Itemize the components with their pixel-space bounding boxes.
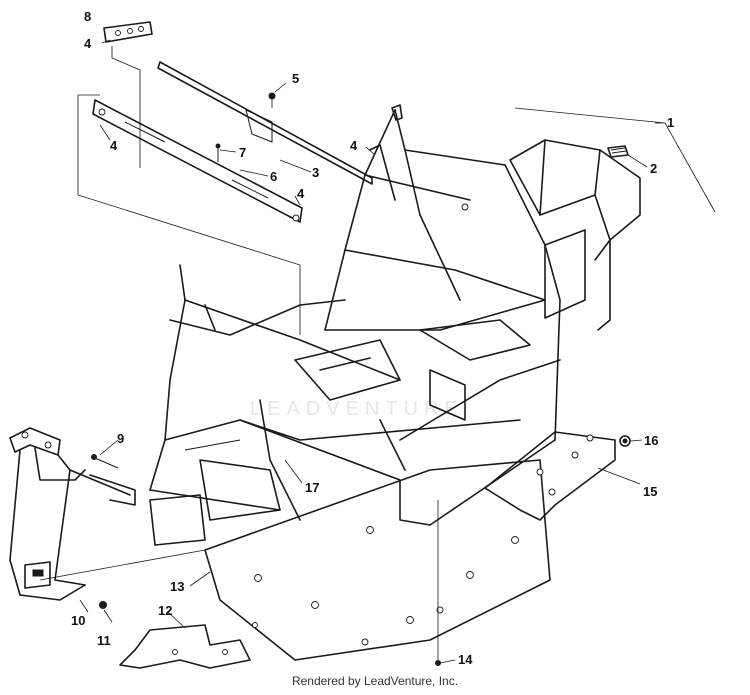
- front-bumper: [9, 427, 136, 609]
- callout-12: 12: [158, 603, 172, 618]
- watermark-text: LEADVENTURE: [250, 398, 464, 420]
- callout-14: 14: [458, 652, 473, 667]
- skid-plate-13: [204, 459, 551, 661]
- bracket-8: [103, 21, 153, 43]
- callout-13: 13: [170, 579, 184, 594]
- callout-4-rail: 4: [110, 138, 118, 153]
- callout-4-top: 4: [84, 36, 92, 51]
- callouts: 1 2 3 4 4 4 4 5 6 7 8 9 10 11 12 13 14 1…: [71, 9, 674, 667]
- footer-credit: Rendered by LeadVenture, Inc.: [291, 674, 459, 688]
- callout-2: 2: [650, 161, 657, 176]
- callout-15: 15: [643, 484, 657, 499]
- rail-3: [157, 61, 373, 185]
- skid-plates: [119, 145, 631, 669]
- callout-10: 10: [71, 613, 85, 628]
- callout-5: 5: [292, 71, 299, 86]
- leader-lines: [39, 39, 716, 664]
- callout-8: 8: [84, 9, 91, 24]
- main-frame: [149, 104, 641, 546]
- callout-6: 6: [270, 169, 277, 184]
- plate-12: [119, 624, 251, 669]
- callout-16: 16: [644, 433, 658, 448]
- callout-4-right: 4: [297, 186, 305, 201]
- rail-assembly: [77, 21, 373, 335]
- callout-17: 17: [305, 480, 319, 495]
- rail-6: [92, 99, 303, 223]
- skid-plate-15: [484, 431, 616, 521]
- callout-9: 9: [117, 431, 124, 446]
- callout-11: 11: [97, 633, 111, 648]
- callout-4-frame: 4: [350, 138, 358, 153]
- callout-3: 3: [312, 165, 319, 180]
- callout-7: 7: [239, 145, 246, 160]
- callout-1: 1: [667, 115, 674, 130]
